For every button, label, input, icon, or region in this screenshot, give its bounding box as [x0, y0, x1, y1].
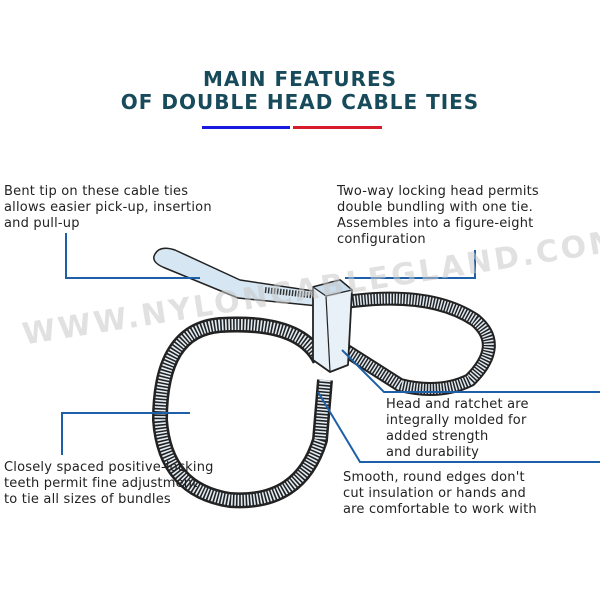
leader-lines: [61, 233, 600, 463]
title-line-1: MAIN FEATURES: [202, 67, 398, 91]
callout-bent-tip: Bent tip on these cable ties allows easi…: [4, 184, 212, 231]
divider-blue: [202, 126, 290, 129]
cable-tie-drawing: [152, 247, 496, 509]
callout-smooth-edges: Smooth, round edges don't cut insulation…: [343, 470, 537, 517]
title-line-2: OF DOUBLE HEAD CABLE TIES: [120, 90, 480, 114]
divider-red: [293, 126, 382, 129]
callout-head-ratchet: Head and ratchet are integrally molded f…: [386, 397, 529, 460]
callout-teeth: Closely spaced positive-locking teeth pe…: [4, 460, 214, 507]
callout-two-way-head: Two-way locking head permits double bund…: [337, 184, 539, 247]
